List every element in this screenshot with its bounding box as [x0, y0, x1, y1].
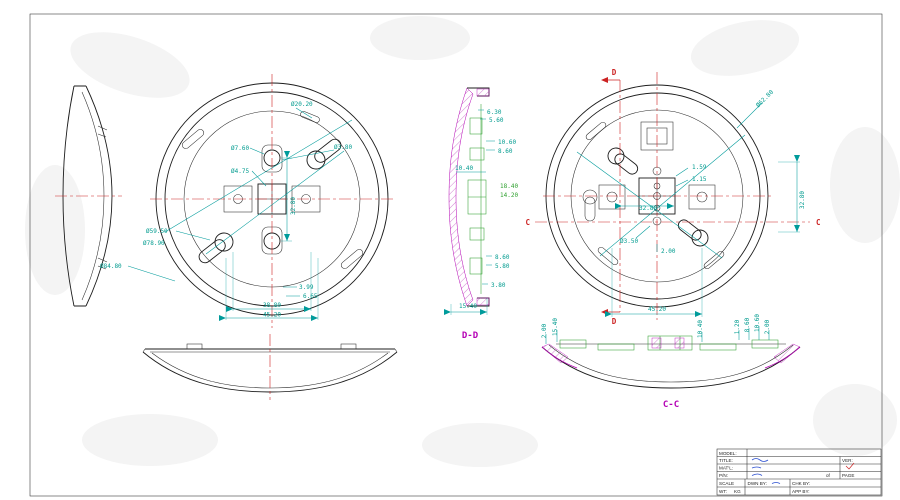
- section-dd-label: D-D: [462, 331, 479, 341]
- section-dd-view: 6.30 5.60 10.60 8.60 10.40 18.40 14.20 8…: [444, 87, 518, 341]
- dim-label: Ø59.50: [146, 228, 168, 235]
- handwritten-pn-value: [751, 473, 763, 476]
- section-d-marker: D: [612, 68, 617, 77]
- bottom-profile-view: [142, 334, 398, 400]
- dim-label: 8.60: [495, 254, 510, 261]
- drawing-border: [29, 13, 883, 497]
- dim-label: 1.59: [692, 164, 707, 171]
- section-d-marker: D: [612, 317, 617, 326]
- dim-label: 2.00: [661, 248, 676, 255]
- dim-label: 45.20: [648, 306, 666, 313]
- dim-label: 18.40: [500, 183, 518, 190]
- dim-label: 6.65: [303, 293, 318, 300]
- dim-label: 10.60: [498, 139, 516, 146]
- dim-label: 5.80: [495, 263, 510, 270]
- section-cc-view: 2.00 15.40 10.40 1.20 8.60 10.60 2.00 C-…: [541, 314, 801, 410]
- dim-label: 32.80: [290, 197, 297, 215]
- section-c-marker: C: [816, 218, 821, 227]
- dim-label: 10.40: [697, 320, 704, 338]
- titleblock-ver-label: VER:: [842, 458, 853, 463]
- dim-label: Ø4.75: [231, 168, 249, 175]
- handwritten-matl-value: [751, 466, 762, 469]
- titleblock-page-label: PAGE: [842, 473, 854, 478]
- handwritten-ver-mark: [845, 462, 855, 470]
- dim-label: Ø20.20: [291, 101, 313, 108]
- titleblock-matl-label: MAT'L:: [719, 466, 733, 471]
- dim-label: 2.00: [541, 323, 548, 338]
- right-view: Ø62.80 1.59 1.15 32.80 Ø3.50 2.00 45.20 …: [525, 68, 820, 326]
- dim-label: Ø84.80: [100, 263, 122, 270]
- section-cc-label: C-C: [663, 400, 679, 410]
- dim-label: Ø3.50: [620, 238, 638, 245]
- dim-label: 3.99: [299, 284, 314, 291]
- dim-label: Ø3.80: [334, 144, 352, 151]
- titleblock-wt-label: WT:: [719, 489, 727, 494]
- dim-label: 38.80: [263, 302, 281, 309]
- dim-label: 5.60: [489, 117, 504, 124]
- titleblock-of-label: of: [826, 473, 831, 478]
- dim-label: 6.30: [487, 109, 502, 116]
- dim-label: 2.00: [764, 319, 771, 334]
- titleblock-title-label: TITLE:: [719, 458, 733, 463]
- titleblock-pn-label: P/N:: [719, 473, 728, 478]
- titleblock-dwn-label: DWN BY:: [748, 481, 767, 486]
- dim-label: Ø7.60: [231, 145, 249, 152]
- dim-label: 14.20: [500, 192, 518, 199]
- dim-label: 10.60: [754, 314, 761, 332]
- dim-label: 45.20: [263, 312, 281, 319]
- dim-label: 1.20: [734, 319, 741, 334]
- dim-label: 10.40: [455, 165, 473, 172]
- titleblock-kg-label: KG: [734, 489, 741, 494]
- handwritten-title-value: [751, 458, 769, 462]
- dim-label: 32.80: [639, 205, 657, 212]
- section-c-marker: C: [525, 218, 530, 227]
- dim-label: 15.40: [552, 318, 559, 336]
- dim-label: Ø78.90: [143, 240, 165, 247]
- titleblock-chk-label: CHK BY:: [792, 481, 810, 486]
- dim-label: 3.80: [491, 282, 506, 289]
- titleblock-app-label: APP BY:: [792, 489, 810, 494]
- titleblock-scale-label: SCALE: [719, 481, 734, 486]
- dim-label: 8.60: [498, 148, 513, 155]
- dim-label: 1.15: [692, 176, 707, 183]
- front-view: Ø20.20 Ø7.60 Ø3.80 Ø4.75 32.80 Ø59.50 Ø7…: [100, 74, 396, 328]
- left-profile-view: [55, 85, 122, 307]
- dim-label: 32.80: [799, 191, 806, 209]
- handwritten-dwn-value: [771, 482, 781, 484]
- titleblock-model-label: MODEL:: [719, 451, 737, 456]
- watermark: [25, 16, 900, 467]
- title-block: MODEL: TITLE: MAT'L: P/N: VER: of PAGE S…: [716, 448, 882, 496]
- dim-label: 8.60: [744, 317, 751, 332]
- dim-label: 15.40: [459, 303, 477, 310]
- dim-label: Ø62.80: [755, 89, 776, 110]
